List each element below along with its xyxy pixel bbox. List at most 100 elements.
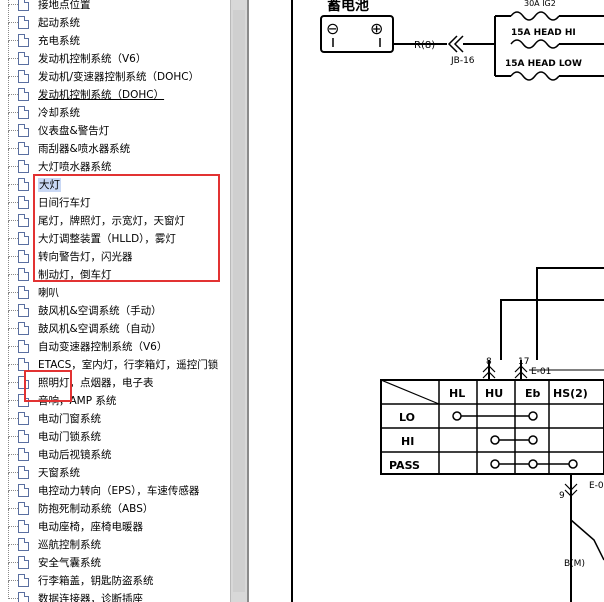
tree-guide-line bbox=[8, 257, 10, 275]
table-header-hs2: HS(2) bbox=[553, 387, 588, 400]
document-icon bbox=[18, 124, 29, 137]
tree-guide-line bbox=[8, 149, 10, 167]
pin-9-label: 9 bbox=[559, 491, 565, 501]
tree-guide-line bbox=[8, 545, 10, 563]
document-icon bbox=[18, 214, 29, 227]
tree-guide-line bbox=[8, 202, 18, 204]
tree-guide-line bbox=[8, 59, 10, 77]
tree-item[interactable]: 电动门锁系统 bbox=[0, 419, 230, 446]
document-icon bbox=[18, 178, 29, 191]
document-icon bbox=[18, 412, 29, 425]
battery-plus-terminal: ⊕ bbox=[370, 19, 383, 38]
tree-item[interactable]: 起动系统 bbox=[0, 5, 230, 32]
tree-item[interactable]: 发动机控制系统（DOHC） bbox=[0, 77, 230, 104]
tree-guide-line bbox=[8, 347, 10, 365]
tree-guide-line bbox=[8, 76, 18, 78]
document-icon bbox=[18, 268, 29, 281]
tree-item-label: 发动机控制系统（V6） bbox=[38, 53, 147, 65]
tree-item-label: 电动座椅，座椅电暖器 bbox=[38, 521, 143, 533]
tree-item[interactable]: 电控动力转向（EPS），车速传感器 bbox=[0, 473, 230, 500]
tree-item-label: 电控动力转向（EPS），车速传感器 bbox=[38, 485, 200, 497]
tree-guide-line bbox=[8, 490, 18, 492]
tree-item[interactable]: 防抱死制动系统（ABS） bbox=[0, 491, 230, 518]
tree-guide-line bbox=[8, 598, 18, 600]
tree-guide-line bbox=[8, 221, 10, 239]
tree-item[interactable]: 鼓风机&空调系统（手动） bbox=[0, 293, 230, 320]
pin-17-label: 17 bbox=[518, 357, 529, 367]
tree-guide-line bbox=[8, 527, 10, 545]
tree-item-label: 鼓风机&空调系统（自动） bbox=[38, 323, 162, 335]
table-header-hu: HU bbox=[485, 387, 503, 400]
tree-item-label: 起动系统 bbox=[38, 17, 80, 29]
tree-item[interactable]: 照明灯，点烟器，电子表 bbox=[0, 365, 230, 392]
tree-item[interactable]: 巡航控制系统 bbox=[0, 527, 230, 554]
tree-guide-line bbox=[8, 167, 10, 185]
document-icon bbox=[18, 106, 29, 119]
tree-item[interactable]: 自动变速器控制系统（V6） bbox=[0, 329, 230, 356]
tree-item[interactable]: 电动门窗系统 bbox=[0, 401, 230, 428]
tree-guide-line bbox=[8, 400, 18, 402]
tree-item[interactable]: 天窗系统 bbox=[0, 455, 230, 482]
tree-guide-line bbox=[8, 418, 18, 420]
tree-item[interactable]: 仪表盘&警告灯 bbox=[0, 113, 230, 140]
tree-item[interactable]: 电动座椅，座椅电暖器 bbox=[0, 509, 230, 536]
tree-item[interactable]: 行李箱盖，钥匙防盗系统 bbox=[0, 563, 230, 590]
tree-guide-line bbox=[8, 365, 10, 383]
tree-guide-line bbox=[8, 4, 18, 6]
document-icon bbox=[18, 358, 29, 371]
tree-guide-line bbox=[8, 41, 10, 59]
tree-guide-line bbox=[8, 526, 18, 528]
tree-item[interactable]: 冷却系统 bbox=[0, 95, 230, 122]
tree-item[interactable]: 大灯喷水器系统 bbox=[0, 149, 230, 176]
tree-item-label: 充电系统 bbox=[38, 35, 80, 47]
document-icon bbox=[18, 52, 29, 65]
tree-item-label: 发动机控制系统（DOHC） bbox=[38, 89, 165, 101]
document-icon bbox=[18, 556, 29, 569]
tree-item[interactable]: 发动机/变速器控制系统（DOHC） bbox=[0, 59, 230, 86]
tree-guide-line bbox=[8, 238, 18, 240]
tree-item[interactable]: 喇叭 bbox=[0, 275, 230, 302]
tree-guide-line bbox=[8, 148, 18, 150]
tree-item[interactable]: 接地点位置 bbox=[0, 0, 230, 14]
tree-item[interactable]: 安全气囊系统 bbox=[0, 545, 230, 572]
tree-item[interactable]: 电动后视镜系统 bbox=[0, 437, 230, 464]
tree-guide-line bbox=[8, 581, 10, 599]
tree-item-label: 雨刮器&喷水器系统 bbox=[38, 143, 131, 155]
tree-item[interactable]: 音响，AMP 系统 bbox=[0, 383, 230, 410]
tree-guide-line bbox=[8, 580, 18, 582]
tree-guide-line bbox=[8, 166, 18, 168]
document-icon bbox=[18, 70, 29, 83]
tree-item[interactable]: 发动机控制系统（V6） bbox=[0, 41, 230, 68]
tree-guide-line bbox=[8, 329, 10, 347]
tree-item[interactable]: 制动灯，倒车灯 bbox=[0, 257, 230, 284]
document-icon bbox=[18, 448, 29, 461]
tree-scrollbar[interactable] bbox=[230, 0, 247, 602]
tree-item[interactable]: ETACS，室内灯，行李箱灯，遥控门锁 bbox=[0, 347, 230, 374]
tree-guide-line bbox=[8, 220, 18, 222]
tree-item[interactable]: 尾灯，牌照灯，示宽灯，天窗灯 bbox=[0, 203, 230, 230]
pin-8-label: 8 bbox=[486, 357, 492, 367]
tree-guide-line bbox=[8, 455, 10, 473]
tree-item[interactable]: 充电系统 bbox=[0, 23, 230, 50]
tree-guide-line bbox=[8, 382, 18, 384]
fuse-head-low-label: 15A HEAD LOW bbox=[505, 59, 582, 69]
document-icon bbox=[18, 574, 29, 587]
tree-item[interactable]: 数据连接器，诊断插座 bbox=[0, 581, 230, 602]
scrollbar-thumb[interactable] bbox=[233, 10, 245, 592]
tree-item-label: 发动机/变速器控制系统（DOHC） bbox=[38, 71, 200, 83]
document-icon bbox=[18, 304, 29, 317]
tree-item[interactable]: 大灯 bbox=[0, 167, 230, 194]
tree-item[interactable]: 鼓风机&空调系统（自动） bbox=[0, 311, 230, 338]
battery-symbol bbox=[320, 15, 394, 53]
tree-item-label: 防抱死制动系统（ABS） bbox=[38, 503, 154, 515]
battery-label: 蓄电池 bbox=[327, 0, 369, 14]
document-icon bbox=[18, 340, 29, 353]
document-icon bbox=[18, 484, 29, 497]
tree-guide-line bbox=[8, 274, 18, 276]
pane-splitter[interactable] bbox=[247, 0, 249, 602]
tree-item-label: 转向警告灯，闪光器 bbox=[38, 251, 133, 263]
tree-item[interactable]: 转向警告灯，闪光器 bbox=[0, 239, 230, 266]
tree-item[interactable]: 雨刮器&喷水器系统 bbox=[0, 131, 230, 158]
tree-item[interactable]: 日间行车灯 bbox=[0, 185, 230, 212]
tree-item[interactable]: 大灯调整装置（HLLD），雾灯 bbox=[0, 221, 230, 248]
